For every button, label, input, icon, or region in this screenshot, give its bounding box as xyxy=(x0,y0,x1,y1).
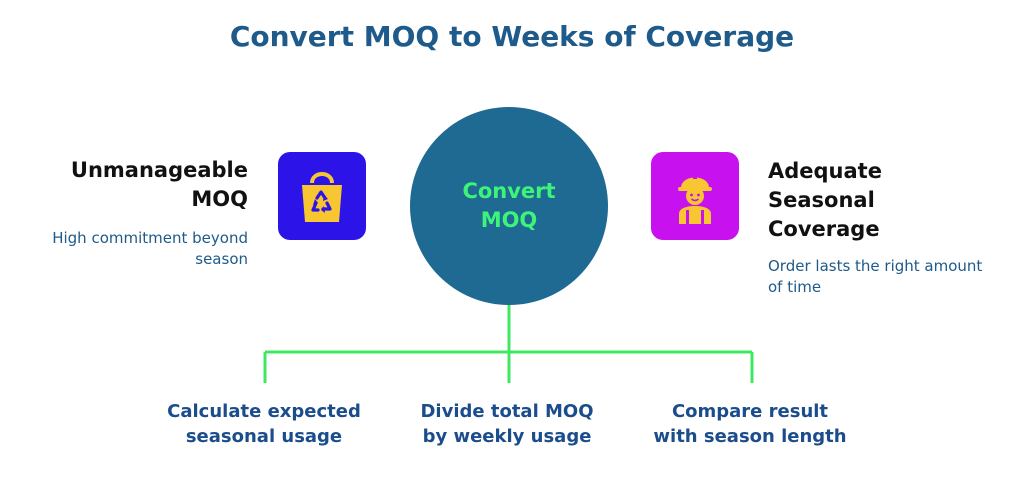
left-subtext: High commitment beyond season xyxy=(52,229,248,268)
center-circle: Convert MOQ xyxy=(410,107,608,305)
right-heading: Adequate Seasonal Coverage xyxy=(768,159,882,241)
step-divide-moq: Divide total MOQ by weekly usage xyxy=(420,401,594,447)
center-label: Convert MOQ xyxy=(462,179,556,232)
left-heading: Unmanageable MOQ xyxy=(70,158,248,211)
diagram-title: Convert MOQ to Weeks of Coverage xyxy=(229,20,795,53)
worker-card xyxy=(651,152,739,240)
worker-icon xyxy=(678,173,712,224)
recycle-bag-icon xyxy=(302,172,342,222)
recycle-bag-card xyxy=(278,152,366,240)
right-subtext: Order lasts the right amount of time xyxy=(768,257,983,296)
step-calculate-usage: Calculate expected seasonal usage xyxy=(167,401,361,447)
step-compare-season: Compare result with season length xyxy=(653,401,847,447)
